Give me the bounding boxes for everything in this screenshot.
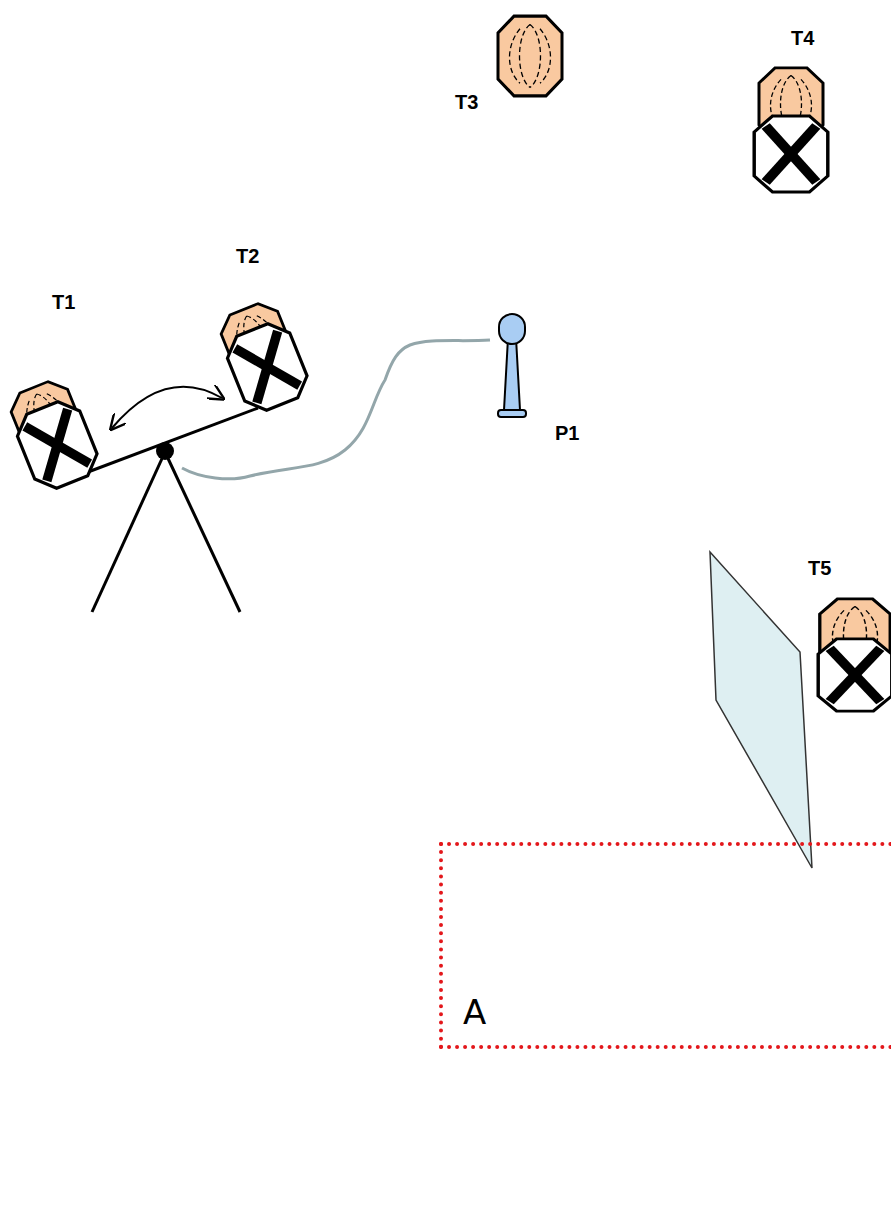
tripod-pivot — [156, 442, 174, 460]
part-label: T3 — [455, 92, 478, 112]
panel — [710, 552, 812, 868]
part-label: T1 — [52, 292, 75, 312]
lamp-head — [498, 16, 562, 96]
part-label: T2 — [236, 246, 259, 266]
lamp-unit — [213, 297, 314, 417]
part-label: T5 — [808, 558, 831, 578]
tripod-leg — [165, 452, 240, 612]
rotation-arrow — [112, 387, 222, 428]
part-label: T4 — [791, 28, 814, 48]
lamp-unit — [754, 68, 828, 192]
microphone — [498, 314, 526, 417]
region-label: A — [463, 995, 486, 1029]
region-box: A — [439, 842, 891, 1049]
lamp-unit — [818, 599, 891, 711]
tripod-bar — [88, 408, 258, 472]
part-label: P1 — [555, 423, 579, 443]
lamp-unit — [3, 375, 104, 495]
tripod-leg — [92, 452, 165, 612]
